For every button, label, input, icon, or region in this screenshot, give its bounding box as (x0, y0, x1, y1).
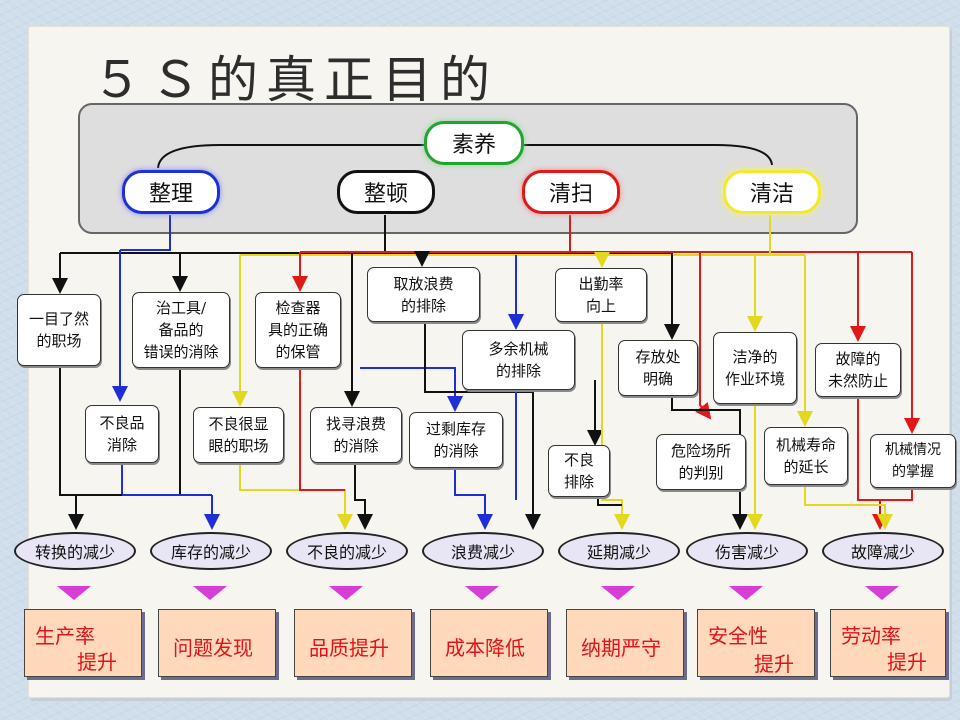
measure-box: 故障的 未然防止 (815, 343, 901, 397)
zhengdun-pill: 整顿 (337, 170, 435, 214)
goal-box: 问题发现 (158, 609, 276, 677)
outcome-oval: 伤害减少 (686, 532, 808, 570)
down-triangle-icon (465, 586, 499, 600)
outcome-oval: 浪费减少 (422, 532, 544, 570)
goal-box: 劳动率 提升 (830, 609, 946, 677)
outcome-oval: 库存的减少 (150, 532, 272, 570)
measure-box: 多余机械 的排除 (462, 330, 575, 390)
measure-box: 机械情况 的掌握 (870, 434, 956, 488)
measure-box: 检查器 具的正确 的保管 (255, 292, 341, 368)
page-title: ５Ｓ的真正目的 (92, 51, 498, 109)
qingsao-pill: 清扫 (522, 170, 620, 214)
goal-line: 安全性 (708, 624, 768, 648)
goal-line: 纳期严守 (581, 636, 661, 660)
measure-box: 过剩库存 的消除 (409, 412, 503, 468)
measure-box: 不良品 消除 (85, 405, 159, 463)
measure-box: 找寻浪费 的消除 (310, 407, 402, 463)
goal-line: 生产率 (35, 624, 95, 648)
zhengli-pill: 整理 (122, 170, 220, 214)
down-triangle-icon (193, 586, 227, 600)
goal-line: 提升 (887, 650, 927, 674)
goal-line: 劳动率 (841, 624, 901, 648)
outcome-oval: 不良的减少 (286, 532, 408, 570)
goal-box: 生产率 提升 (24, 609, 142, 677)
measure-box: 治工具/ 备品的 错误的消除 (132, 292, 230, 368)
down-triangle-icon (729, 586, 763, 600)
goal-box: 纳期严守 (566, 609, 684, 677)
measure-box: 机械寿命 的延长 (764, 427, 848, 485)
goal-line: 问题发现 (173, 636, 253, 660)
goal-box: 安全性 提升 (697, 609, 815, 677)
measure-box: 存放处 明确 (618, 340, 698, 396)
down-triangle-icon (865, 586, 899, 600)
goal-line: 成本降低 (445, 636, 525, 660)
outcome-oval: 转换的减少 (14, 532, 136, 570)
measure-box: 不良 排除 (548, 445, 610, 497)
outcome-oval: 故障减少 (822, 532, 944, 570)
down-triangle-icon (57, 586, 91, 600)
measure-box: 不良很显 眼的职场 (193, 407, 284, 463)
measure-box: 危险场所 的判别 (656, 434, 746, 490)
goal-box: 成本降低 (430, 609, 548, 677)
measure-box: 取放浪费 的排除 (367, 267, 480, 322)
suyang-pill: 素养 (424, 121, 524, 165)
goal-line: 提升 (77, 650, 117, 674)
measure-box: 洁净的 作业环境 (713, 332, 797, 404)
down-triangle-icon (601, 586, 635, 600)
measure-box: 出勤率 向上 (555, 268, 647, 322)
goal-line: 品质提升 (309, 636, 389, 660)
goal-line: 提升 (754, 652, 794, 676)
down-triangle-icon (329, 586, 363, 600)
goal-box: 品质提升 (294, 609, 412, 677)
measure-box: 一目了然 的职场 (17, 294, 101, 366)
outcome-oval: 延期减少 (558, 532, 680, 570)
qingjie-pill: 清洁 (723, 170, 821, 214)
